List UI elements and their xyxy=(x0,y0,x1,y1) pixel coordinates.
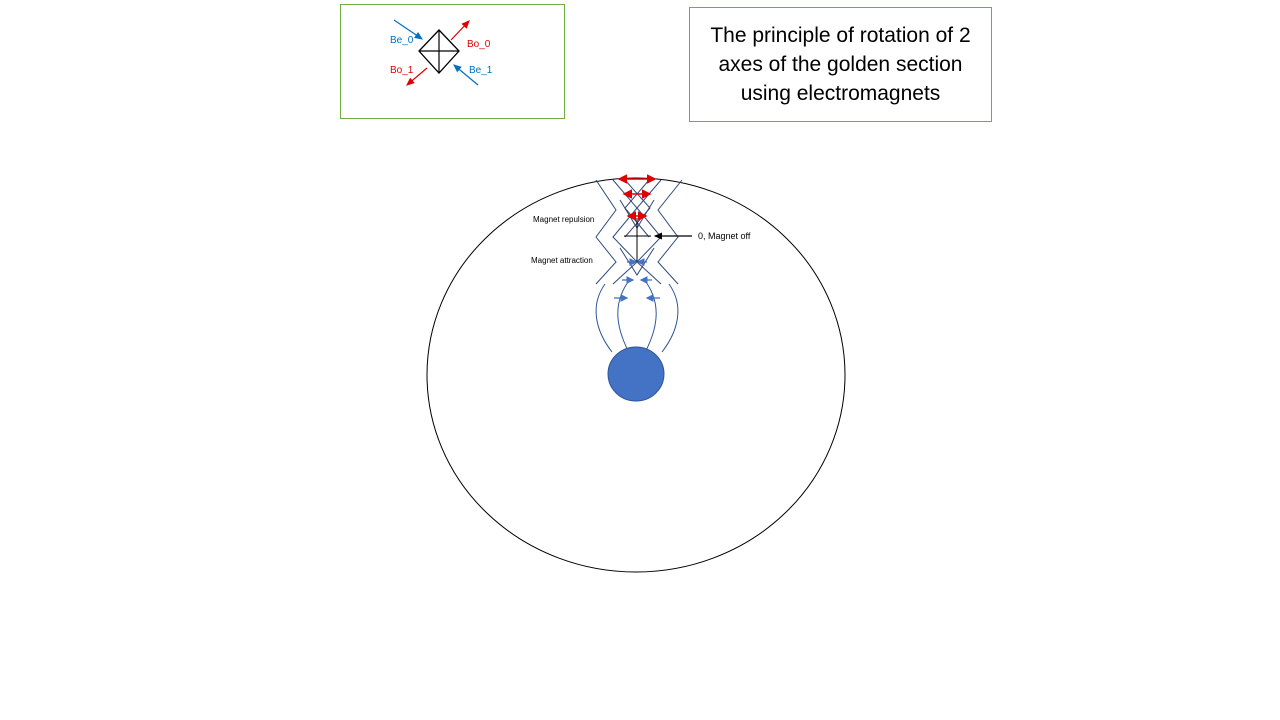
bo1-label: Bo_1 xyxy=(390,65,414,76)
magnet-node xyxy=(607,346,665,402)
magnet-off-label: 0, Magnet off xyxy=(698,231,751,241)
be0-arrow xyxy=(393,19,423,40)
legend-box: Be_0 Bo_0 Bo_1 Be_1 xyxy=(340,4,565,119)
be0-label: Be_0 xyxy=(390,35,414,46)
page-title: The principle of rotation of 2 axes of t… xyxy=(710,24,971,105)
legend-diagram: Be_0 Bo_0 Bo_1 Be_1 xyxy=(390,19,493,86)
repulsion-arrows xyxy=(617,174,657,221)
title-box: The principle of rotation of 2 axes of t… xyxy=(689,7,992,122)
attraction-label: Magnet attraction xyxy=(531,256,593,265)
lattice-mesh xyxy=(595,179,683,285)
diamond-symbol xyxy=(418,29,460,74)
be1-arrow xyxy=(453,64,479,86)
be1-label: Be_1 xyxy=(469,65,493,76)
bo0-label: Bo_0 xyxy=(467,39,491,50)
bo0-arrow xyxy=(450,20,470,41)
attraction-arrows xyxy=(614,258,660,302)
bo1-arrow xyxy=(406,67,428,86)
repulsion-label: Magnet repulsion xyxy=(533,215,594,224)
